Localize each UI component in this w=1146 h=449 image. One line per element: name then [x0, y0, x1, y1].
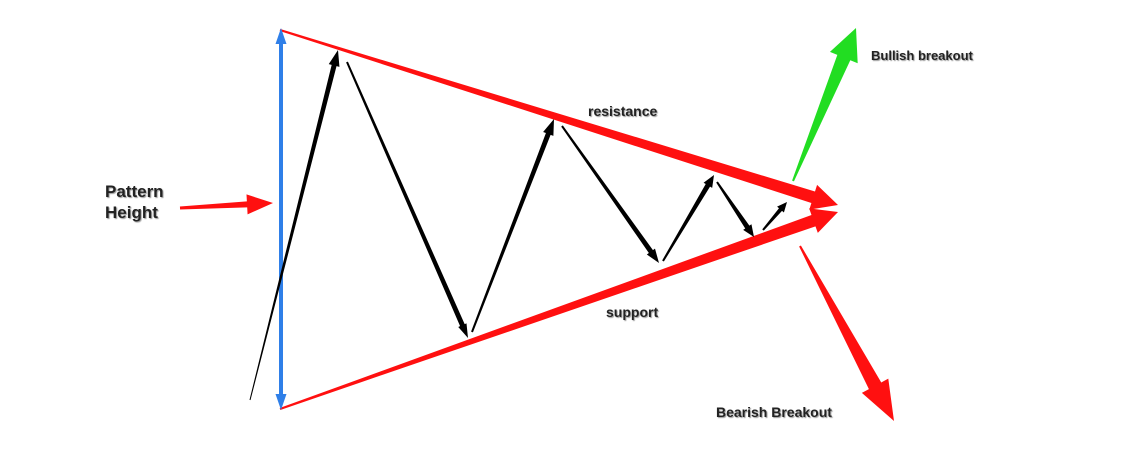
- price-swing-arrow-5: [662, 175, 714, 262]
- resistance-label: resistance: [588, 103, 658, 119]
- price-swing-arrow-6: [716, 181, 754, 237]
- pattern-height-pointer-arrow: [179, 194, 273, 215]
- resistance-line-arrow: [279, 29, 838, 210]
- bearish-breakout-arrow: [799, 245, 894, 421]
- price-swing-arrow-7: [762, 202, 787, 231]
- price-swing-arrow-2: [346, 61, 468, 339]
- price-swing-arrow-1: [249, 50, 340, 401]
- support-label: support: [606, 304, 659, 320]
- price-swing-arrow-4: [561, 125, 659, 263]
- pattern-height-line1: Pattern: [105, 182, 164, 201]
- pattern-height-line2: Height: [105, 203, 158, 222]
- bearish-breakout-label: Bearish Breakout: [716, 404, 832, 420]
- pattern-height-label: Pattern Height: [105, 181, 164, 223]
- bullish-breakout-label: Bullish breakout: [871, 48, 973, 63]
- bullish-breakout-arrow: [792, 28, 858, 182]
- pattern-height-double-arrow: [275, 28, 287, 410]
- support-line-arrow: [279, 208, 838, 410]
- price-swing-arrow-3: [471, 119, 554, 333]
